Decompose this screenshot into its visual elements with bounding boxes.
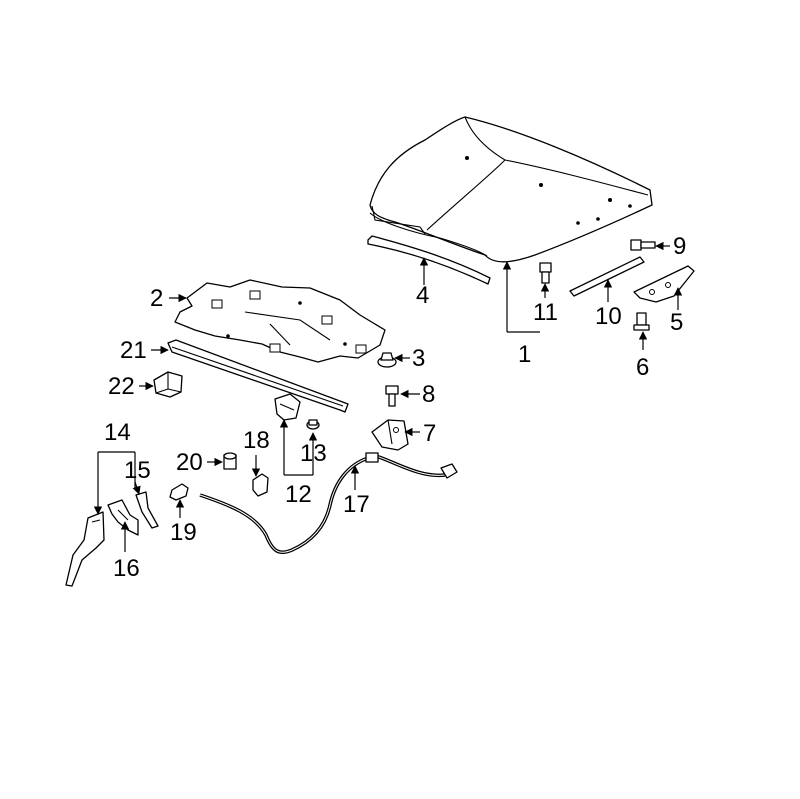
callout-7: 7 xyxy=(423,420,436,447)
strip-10 xyxy=(569,256,645,297)
callout-1: 1 xyxy=(518,341,531,368)
bolt-8 xyxy=(385,385,399,407)
grommet-20 xyxy=(223,452,237,470)
callout-14: 14 xyxy=(104,419,131,446)
bolt-6 xyxy=(633,312,650,331)
callout-10: 10 xyxy=(595,303,622,330)
handle-bracket-16 xyxy=(107,499,139,536)
callout-13: 13 xyxy=(300,440,327,467)
callout-9: 9 xyxy=(673,233,686,260)
callout-15: 15 xyxy=(124,457,151,484)
callout-17: 17 xyxy=(343,491,370,518)
callout-20: 20 xyxy=(176,449,203,476)
callout-12: 12 xyxy=(285,481,312,508)
release-handle xyxy=(65,511,105,587)
callout-21: 21 xyxy=(120,337,147,364)
bolt-11 xyxy=(539,262,552,284)
release-cable xyxy=(199,452,458,555)
clip-15 xyxy=(135,491,159,529)
clip-13 xyxy=(306,419,320,430)
callout-18: 18 xyxy=(243,427,270,454)
seal-strip xyxy=(167,339,349,413)
bolt-9 xyxy=(630,239,656,251)
leader-lines xyxy=(93,241,683,552)
callout-16: 16 xyxy=(113,555,140,582)
callout-8: 8 xyxy=(422,381,435,408)
callout-6: 6 xyxy=(636,354,649,381)
callout-4: 4 xyxy=(416,282,429,309)
hood-insulator xyxy=(174,279,386,363)
callout-5: 5 xyxy=(670,309,683,336)
latch-18 xyxy=(252,473,269,497)
callout-19: 19 xyxy=(170,519,197,546)
bracket-5 xyxy=(633,265,695,303)
hood-panel xyxy=(369,116,653,263)
callout-3: 3 xyxy=(412,345,425,372)
callout-22: 22 xyxy=(108,373,135,400)
latch-bracket-12 xyxy=(274,393,301,421)
insulator-clip xyxy=(377,352,397,368)
callout-11: 11 xyxy=(533,299,558,326)
hinge-bracket xyxy=(371,419,409,451)
callout-2: 2 xyxy=(150,285,163,312)
hood-front-seal xyxy=(367,235,491,285)
callout-labels: 1 2 3 4 5 6 7 8 9 10 11 12 13 14 15 16 1… xyxy=(104,233,686,582)
hood-bumper xyxy=(153,371,183,398)
plug-19 xyxy=(169,483,189,501)
